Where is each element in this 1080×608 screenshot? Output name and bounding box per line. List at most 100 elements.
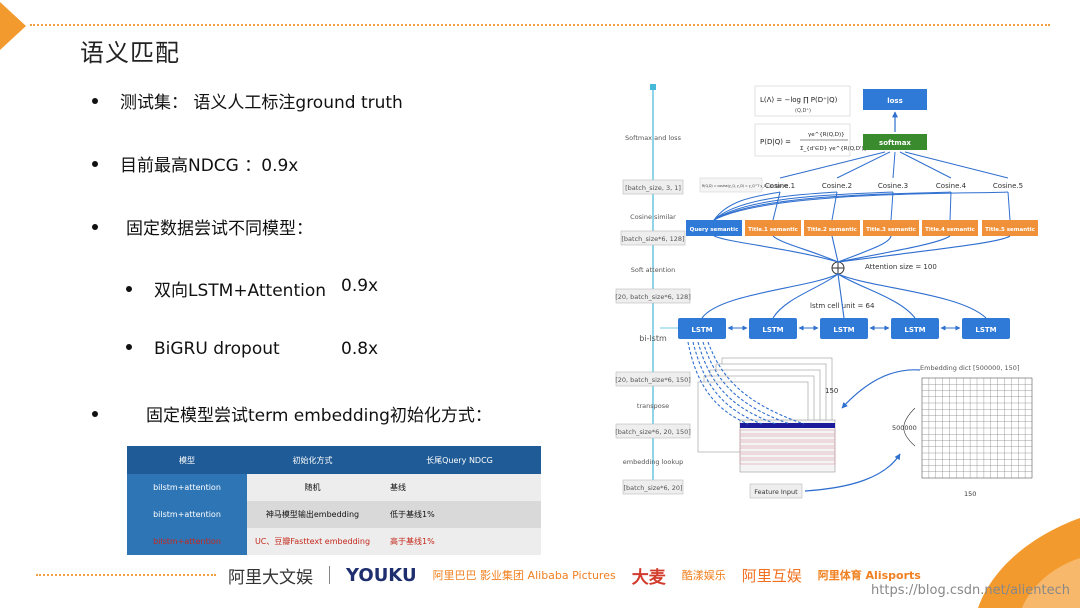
bullet-dot <box>126 286 132 292</box>
semantic-box-title <box>863 220 919 236</box>
bullet-fixed-model: 固定模型尝试term embedding初始化方式： <box>92 401 492 426</box>
semantic-label: Title.5 semantic <box>985 227 1035 233</box>
logo-alibaba-games: 阿里互娱 <box>741 566 802 585</box>
feature-input-label: Feature Input <box>754 488 798 496</box>
feature-input-box <box>749 483 803 499</box>
bullet-value: 0.8x <box>341 339 379 359</box>
bullet-bilstm-attention: 双向LSTM+Attention 0.9x <box>126 276 378 301</box>
table-cell: 低于基线1% <box>378 501 541 528</box>
lstm-label: LSTM <box>762 326 783 334</box>
stack-label: [batch_size*6, 128] <box>621 235 684 243</box>
loss-formula-sub: (Q,D⁺) <box>795 108 811 114</box>
embedding-dict-label: Embedding dict [500000, 150] <box>920 364 1019 372</box>
stack-label: [20, batch_size*6, 150] <box>615 376 691 384</box>
cosine-formula-box <box>699 177 763 193</box>
semantic-label: Query semantic <box>690 227 739 233</box>
logo-alibaba-digital-media: 阿里大文娱 <box>228 567 313 588</box>
cosine-label: Cosine.2 <box>822 182 852 190</box>
table-cell: bilstm+attention <box>127 501 247 528</box>
table-cell: UC、豆瓣Fasttext embedding <box>247 528 378 555</box>
bullet-dot <box>92 98 98 104</box>
softmax-formula-num: γe^{R(Q,D)} <box>808 132 845 138</box>
bullet-dot <box>92 224 98 230</box>
loss-formula-box <box>754 85 851 117</box>
softmax-label: softmax <box>879 139 911 147</box>
semantic-box-title <box>804 220 860 236</box>
stack-label: embedding lookup <box>623 458 683 466</box>
semantic-box-title <box>982 220 1038 236</box>
bottom-dotted-divider <box>36 574 216 576</box>
stack-label: Softmax and loss <box>625 134 682 142</box>
table-cell: 高于基线1% <box>378 528 541 555</box>
table-cell: bilstm+attention <box>127 474 247 501</box>
softmax-formula-lhs: P(D|Q) = <box>760 138 791 146</box>
loss-formula: L(Λ) = −log ∏ P(D⁺|Q) <box>760 96 838 104</box>
cosine-label: Cosine.3 <box>878 182 908 190</box>
table-header-row: 模型 初始化方式 长尾Query NDCG <box>127 446 541 474</box>
table-cell: bilstm+attention <box>127 528 247 555</box>
loss-box <box>863 89 927 110</box>
softmax-formula-den: Σ_{d'∈D} γe^{R(Q,D')} <box>800 146 867 152</box>
bullet-value: 0.9x <box>341 276 379 296</box>
table-row: bilstm+attention UC、豆瓣Fasttext embedding… <box>127 528 541 555</box>
table-cell: 基线 <box>378 474 541 501</box>
dim-150-bottom: 150 <box>964 490 976 498</box>
cosine-formula: R(Q,D) = cosine(y_Q, y_D) = y_Q^T y_D / … <box>702 184 788 188</box>
stack-label: bi-lstm <box>639 334 667 343</box>
lstm-label: LSTM <box>691 326 712 334</box>
semantic-box-query <box>686 220 742 236</box>
bullet-bigru-dropout: BiGRU dropout 0.8x <box>126 339 378 359</box>
bullet-test-set: 测试集： 语义人工标注ground truth <box>92 88 403 113</box>
model-architecture-diagram: Softmax and loss [batch_size, 3, 1] Cosi… <box>615 84 1038 499</box>
lstm-cell <box>891 318 939 339</box>
lstm-cell <box>962 318 1010 339</box>
table-row: bilstm+attention 神马模型输出embedding 低于基线1% <box>127 501 541 528</box>
logo-separator <box>329 566 330 584</box>
semantic-label: Title.2 semantic <box>807 227 857 233</box>
logo-alibaba-pictures: 阿里巴巴 影业集团 Alibaba Pictures <box>432 569 616 582</box>
logo-damai: 大麦 <box>631 567 666 588</box>
stack-label: Soft attention <box>631 266 676 274</box>
embedding-tensor-stack <box>697 357 836 473</box>
bullet-dot <box>92 411 98 417</box>
bullet-dot <box>126 344 132 350</box>
loss-label: loss <box>887 97 903 105</box>
stack-label: Cosine similar <box>630 213 676 221</box>
semantic-box-title <box>922 220 978 236</box>
corner-accent-top-left <box>0 2 26 50</box>
slide-title: 语义匹配 <box>80 39 180 67</box>
lstm-cell <box>820 318 868 339</box>
top-dotted-divider <box>30 24 1050 26</box>
lstm-cell <box>749 318 797 339</box>
table-header: 长尾Query NDCG <box>378 446 541 474</box>
attention-size-label: Attention size = 100 <box>865 263 937 271</box>
stack-label: [batch_size*6, 20, 150] <box>615 428 691 436</box>
softmax-box <box>863 134 927 150</box>
dim-150-side: 150 <box>825 387 838 395</box>
semantic-box-title <box>745 220 801 236</box>
sponsor-logos: 阿里大文娱 YOUKU 阿里巴巴 影业集团 Alibaba Pictures 大… <box>228 560 921 590</box>
bullet-dot <box>92 161 98 167</box>
embedding-dict-grid <box>921 377 1033 479</box>
lstm-label: LSTM <box>975 326 996 334</box>
logo-kuyang: 酷漾娱乐 <box>681 569 726 582</box>
table-cell: 神马模型输出embedding <box>247 501 378 528</box>
cosine-label: Cosine.4 <box>936 182 967 190</box>
bullet-current-ndcg: 目前最高NDCG ：0.9x <box>92 151 298 176</box>
semantic-label: Title.3 semantic <box>866 227 916 233</box>
corner-accent-bottom-right <box>978 518 1080 608</box>
dim-500000: 500000 <box>892 424 917 432</box>
lstm-cell <box>678 318 726 339</box>
stack-label: transpose <box>637 402 669 410</box>
lstm-label: LSTM <box>904 326 925 334</box>
lstm-label: LSTM <box>833 326 854 334</box>
stack-label: [20, batch_size*6, 128] <box>615 293 691 301</box>
table-header: 模型 <box>127 446 247 474</box>
table-row: bilstm+attention 随机 基线 <box>127 474 541 501</box>
table-cell: 随机 <box>247 474 378 501</box>
stack-top-node <box>650 84 656 90</box>
cosine-label: Cosine.1 <box>765 182 795 190</box>
cosine-label: Cosine.5 <box>993 182 1023 190</box>
logo-youku: YOUKU <box>346 564 417 586</box>
table-header: 初始化方式 <box>247 446 378 474</box>
